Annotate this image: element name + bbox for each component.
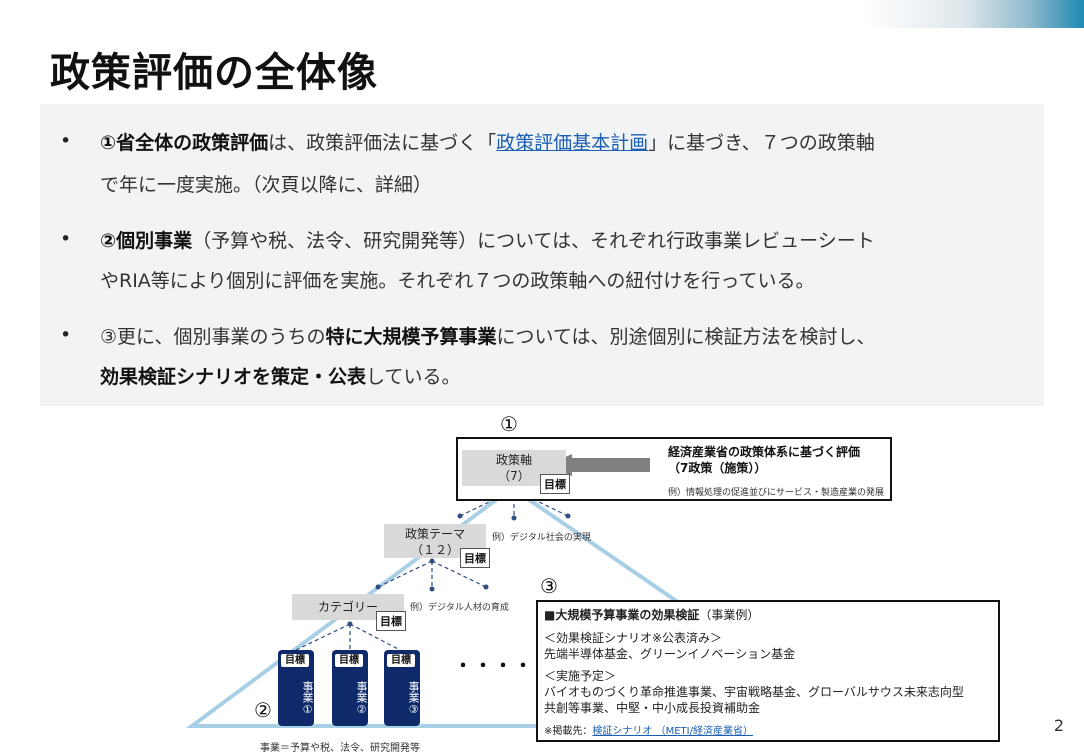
policy-axis-count: （7） <box>498 469 530 483</box>
box-three-source: ※掲載先：検証シナリオ （METI/経済産業省） <box>544 722 753 737</box>
box-one-title-line-1: 経済産業省の政策体系に基づく評価 <box>668 445 861 459</box>
bullet-1-line-1: ①省全体の政策評価は、政策評価法に基づく「政策評価基本計画」に基づき、７つの政策… <box>100 128 875 155</box>
marker-one: ① <box>500 412 518 436</box>
bullet-dot: • <box>60 130 72 152</box>
planned-header: ＜実施予定＞ <box>544 669 617 683</box>
source-prefix: ※掲載先： <box>544 726 593 737</box>
bullet-3-bold-b: 効果検証シナリオを策定・公表 <box>100 366 367 388</box>
more-businesses-ellipsis: ・・・・・ <box>454 656 554 677</box>
bullet-1-text-c: で年に一度実施。（次頁以降に、詳細） <box>100 174 432 196</box>
bullet-1-line-2: で年に一度実施。（次頁以降に、詳細） <box>100 170 432 197</box>
business-2-goal-tag: 目標 <box>335 654 363 667</box>
policy-axis-label: 政策軸 <box>495 453 532 467</box>
box-three-title: ■大規模予算事業の効果検証 <box>544 608 700 622</box>
bullet-3-text-a: ③更に、個別事業のうちの <box>100 326 326 348</box>
bullet-dot: • <box>60 228 72 250</box>
bullet-1-text-a: は、政策評価法に基づく「 <box>268 132 497 154</box>
policy-theme-label: 政策テーマ <box>404 527 465 541</box>
business-2-label: 事業② <box>355 680 368 716</box>
policy-evaluation-diagram: ① 経済産業省の政策体系に基づく評価 （7政策（施策）） 例）情報処理の促進並び… <box>0 408 1084 754</box>
box-three-body: ＜効果検証シナリオ※公表済み＞ 先端半導体基金、グリーンイノベーション基金 ＜実… <box>544 630 964 716</box>
policy-theme-goal-tag: 目標 <box>460 548 490 568</box>
large-budget-verification-box: ■大規模予算事業の効果検証（事業例） ＜効果検証シナリオ※公表済み＞ 先端半導体… <box>536 600 1000 742</box>
bullet-3-text-c: している。 <box>366 366 461 388</box>
box-one-example: 例）情報処理の促進並びにサービス・製造産業の発展 <box>668 488 885 498</box>
published-items: 先端半導体基金、グリーンイノベーション基金 <box>544 647 796 661</box>
planned-items-line-2: 共創等事業、中堅・中小成長投資補助金 <box>544 701 761 715</box>
box-one-title-line-2: （7政策（施策）） <box>668 461 767 475</box>
category-goal-tag: 目標 <box>376 611 406 631</box>
business-block-1: 目標 事業① <box>278 650 314 726</box>
bullet-1-bold: ①省全体の政策評価 <box>100 132 269 154</box>
bullet-dot: • <box>60 324 72 346</box>
bullet-3-text-b: については、別途個別に検証方法を検討し、 <box>496 326 876 348</box>
business-1-label: 事業① <box>301 680 314 716</box>
business-1-goal-tag: 目標 <box>281 654 309 667</box>
bullet-2-bold: ②個別事業 <box>100 230 193 252</box>
policy-evaluation-plan-link[interactable]: 政策評価基本計画 <box>496 132 649 154</box>
planned-items-line-1: バイオものづくり革命推進事業、宇宙戦略基金、グローバルサウス未来志向型 <box>544 685 964 699</box>
business-block-2: 目標 事業② <box>332 650 368 726</box>
bullet-2-text-a: （予算や税、法令、研究開発等）については、それぞれ行政事業レビューシート <box>192 230 875 252</box>
marker-two: ② <box>254 698 272 722</box>
page-title: 政策評価の全体像 <box>50 50 378 96</box>
policy-theme-count: （１２） <box>410 543 459 557</box>
bullet-2-line-1: ②個別事業（予算や税、法令、研究開発等）については、それぞれ行政事業レビューシー… <box>100 226 875 253</box>
summary-box <box>40 104 1044 406</box>
business-3-label: 事業③ <box>407 680 420 716</box>
box-one-title: 経済産業省の政策体系に基づく評価 （7政策（施策）） <box>668 444 860 476</box>
bullet-3-line-2: 効果検証シナリオを策定・公表している。 <box>100 362 460 389</box>
slide-number: 2 <box>1053 716 1064 735</box>
marker-three: ③ <box>540 574 558 598</box>
business-3-goal-tag: 目標 <box>387 654 415 667</box>
bullet-3-line-1: ③更に、個別事業のうちの特に大規模予算事業については、別途個別に検証方法を検討し… <box>100 322 876 349</box>
bullet-3-bold-a: 特に大規模予算事業 <box>325 326 497 348</box>
bullet-2-text-b: やRIA等により個別に評価を実施。それぞれ７つの政策軸への紐付けを行っている。 <box>100 270 815 292</box>
policy-theme-example: 例）デジタル社会の実現 <box>492 533 591 543</box>
bullet-2-line-2: やRIA等により個別に評価を実施。それぞれ７つの政策軸への紐付けを行っている。 <box>100 266 814 293</box>
verification-scenario-link[interactable]: 検証シナリオ （METI/経済産業省） <box>592 726 753 737</box>
business-block-3: 目標 事業③ <box>384 650 420 726</box>
bullet-1-text-b: 」に基づき、７つの政策軸 <box>648 132 875 154</box>
published-header: ＜効果検証シナリオ※公表済み＞ <box>544 631 723 645</box>
connector-lines <box>295 489 569 651</box>
category-example: 例）デジタル人材の育成 <box>410 603 509 613</box>
policy-axis-goal-tag: 目標 <box>540 474 570 494</box>
arrow-shaft <box>570 458 650 472</box>
business-footnote: 事業＝予算や税、法令、研究開発等 <box>260 743 420 754</box>
box-three-title-suffix: （事業例） <box>699 608 760 622</box>
box-three-title-row: ■大規模予算事業の効果検証（事業例） <box>544 606 759 623</box>
header-accent-bar <box>866 0 1084 28</box>
